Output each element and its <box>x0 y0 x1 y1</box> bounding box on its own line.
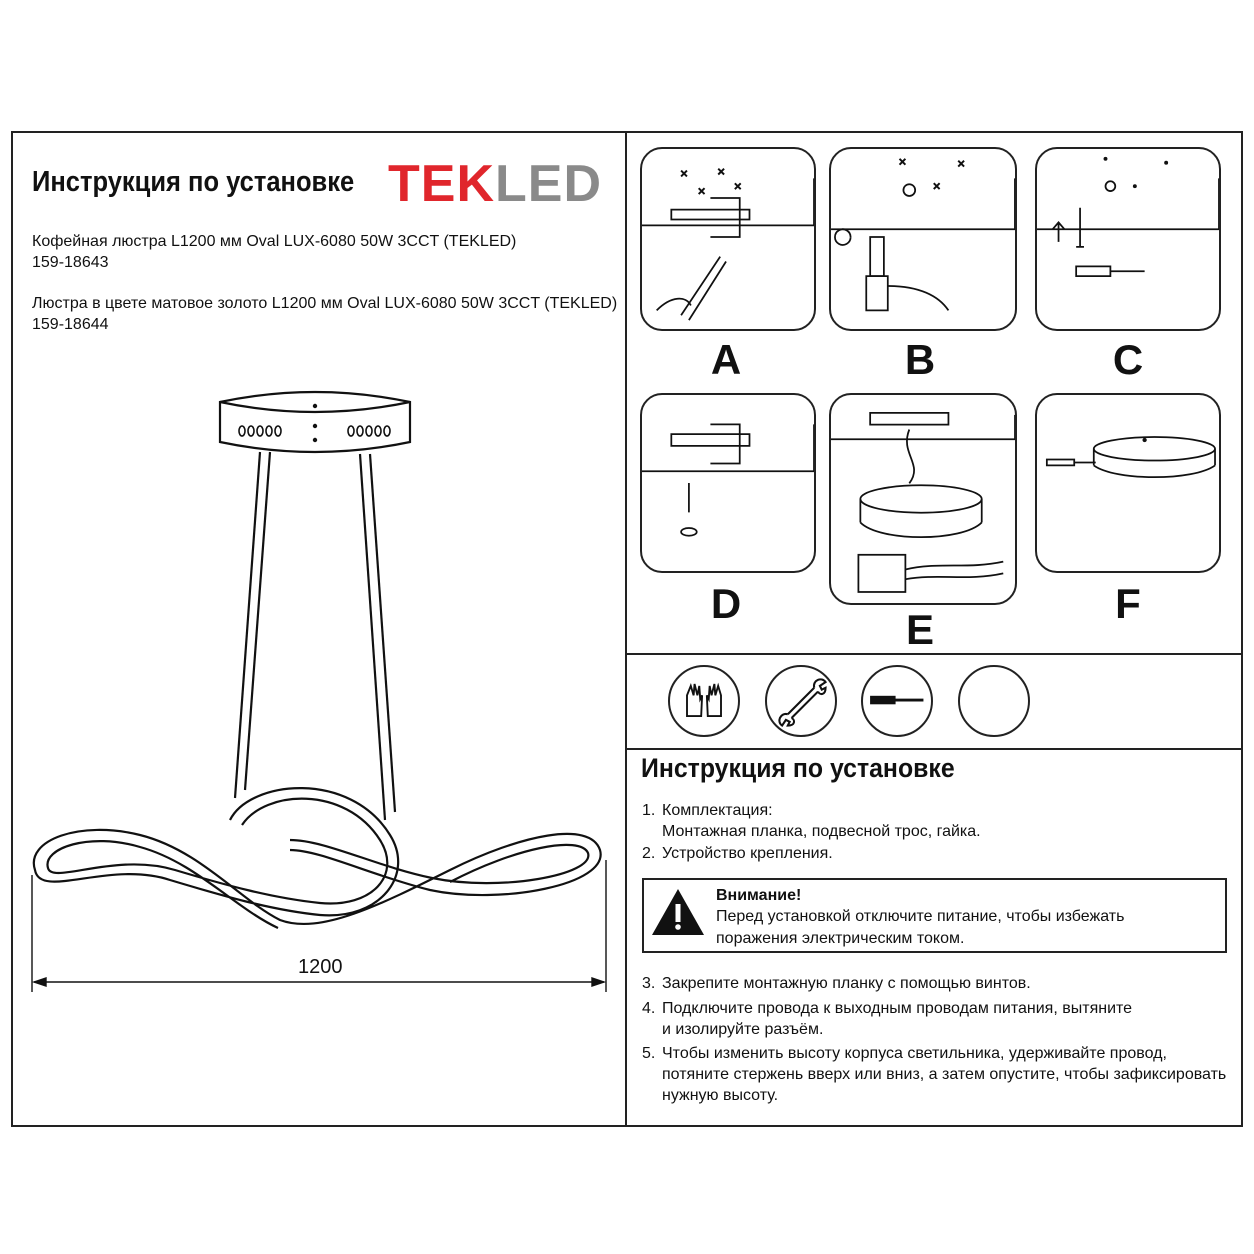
empty-icon <box>958 665 1030 737</box>
product-name-1: Кофейная люстра L1200 мм Oval LUX-6080 5… <box>32 233 517 250</box>
product-code-1: 159-18643 <box>32 254 109 271</box>
wrench-icon <box>765 665 837 737</box>
step-label-a: A <box>710 336 742 383</box>
step-d-panel <box>640 393 816 573</box>
warning-box <box>642 878 1227 953</box>
step-f-panel <box>1035 393 1221 573</box>
step-label-e: E <box>905 606 934 653</box>
product-code-2: 159-18644 <box>32 316 109 333</box>
tools-divider-bottom <box>626 748 1243 750</box>
warning-text: Перед установкой отключите питание, чтоб… <box>716 908 1125 947</box>
tekled-logo: TEKLED <box>388 155 602 213</box>
step-a-panel <box>640 147 816 331</box>
step-e-panel <box>829 393 1017 605</box>
screwdriver-icon <box>861 665 933 737</box>
step-b-panel <box>829 147 1017 331</box>
step-label-d: D <box>710 580 742 627</box>
column-divider <box>625 131 627 1127</box>
step-label-b: B <box>904 336 936 383</box>
chandelier-drawing <box>31 390 607 992</box>
tools-divider-top <box>626 653 1243 655</box>
warning-icon <box>652 889 704 935</box>
instructions-heading: Инструкция по установке <box>641 753 955 783</box>
instruction-item-4: 4.Подключите провода к выходным проводам… <box>642 1000 1133 1038</box>
instruction-item-2: 2.Устройство крепления. <box>642 845 833 862</box>
step-label-f: F <box>1115 580 1141 627</box>
instruction-sheet <box>11 131 1243 1127</box>
step-c-panel <box>1035 147 1221 331</box>
instruction-item-1: 1.Комплектация: Монтажная планка, подвес… <box>642 802 981 840</box>
warning-title: Внимание! <box>716 887 802 904</box>
instruction-item-3: 3.Закрепите монтажную планку с помощью в… <box>642 975 1031 992</box>
gloves-icon <box>668 665 740 737</box>
dimension-label: 1200 <box>298 956 343 978</box>
page-title: Инструкция по установке <box>32 166 355 198</box>
product-name-2: Люстра в цвете матовое золото L1200 мм O… <box>32 295 618 312</box>
instruction-item-5: 5.Чтобы изменить высоту корпуса светильн… <box>642 1045 1227 1104</box>
step-label-c: C <box>1112 336 1144 383</box>
